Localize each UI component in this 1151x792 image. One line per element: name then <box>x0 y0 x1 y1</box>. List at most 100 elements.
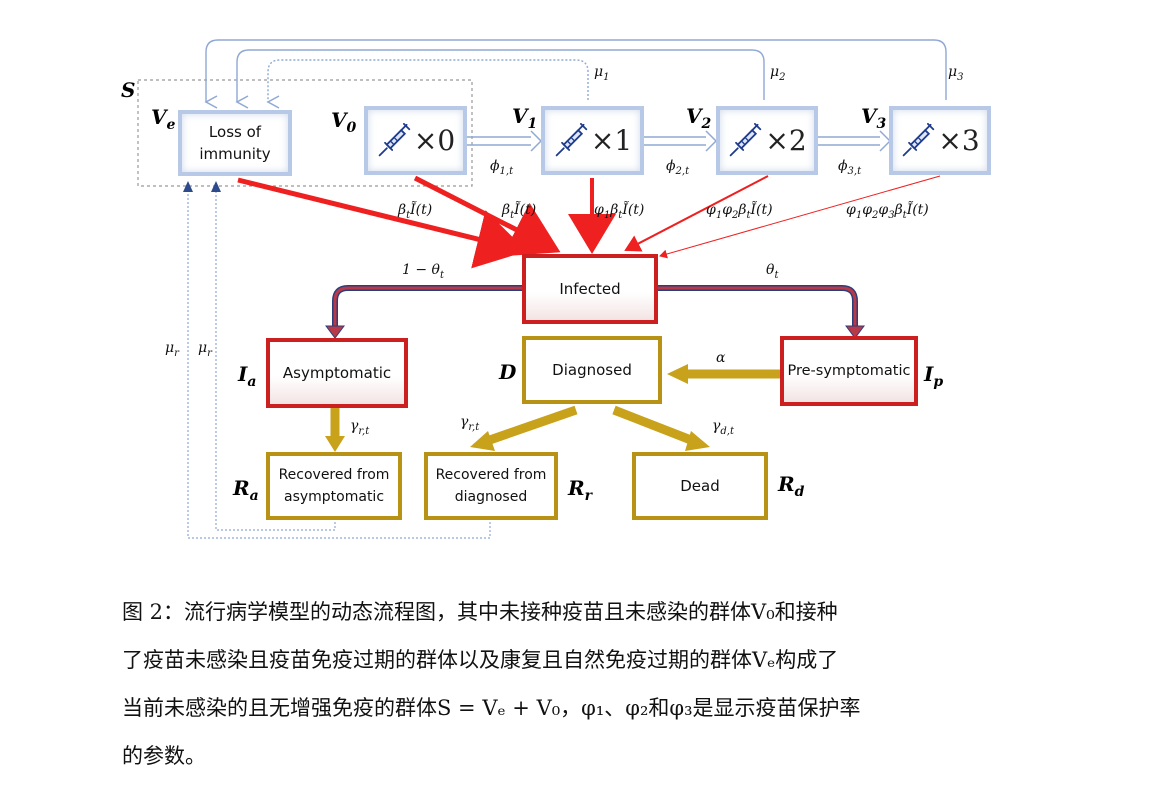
one-minus-theta-label: 1 − θt <box>402 262 444 281</box>
syringe-icon <box>376 123 412 159</box>
label-V2: V2 <box>686 104 711 132</box>
phi3-sub: 3,t <box>847 165 862 177</box>
mu-r-1-sub: r <box>174 347 179 359</box>
caption-line-1: 图 2：流行病学模型的动态流程图，其中未接种疫苗且未感染的群体V₀和接种 <box>122 600 838 624</box>
mu1-main: μ <box>594 64 604 80</box>
beta-v3-tail: Ĩ(t) <box>906 202 929 218</box>
mu1-return-line <box>266 59 589 109</box>
theta-sub: t <box>774 269 779 281</box>
gamma-r2-main: γ <box>460 414 469 430</box>
gamma-r-main: γ <box>350 418 359 434</box>
beta-v1-beta: β <box>610 202 619 218</box>
mu-r-arrowhead-1 <box>183 181 193 192</box>
mu-r-label-1: μr <box>165 340 179 359</box>
label-V2-sub: 2 <box>701 116 712 132</box>
phi2-sub: 2,t <box>675 165 690 177</box>
recovered-asymptomatic-label: Recovered from asymptomatic <box>278 467 390 505</box>
mu-r-1-main: μ <box>165 340 175 356</box>
gamma-r2-sub: r,t <box>468 421 480 433</box>
dead-box: Dead <box>632 452 768 520</box>
mu1-label: μ1 <box>594 64 609 83</box>
mu-r-label-2: μr <box>198 340 212 359</box>
mu-r-return-line-diagnosed <box>187 184 491 539</box>
caption-line-2: 了疫苗未感染且疫苗免疫过期的群体以及康复且自然免疫过期的群体Vₑ构成了 <box>122 648 839 672</box>
label-Ia-sub: a <box>247 374 257 390</box>
beta-v2-sub: t <box>746 209 751 221</box>
diagnosed-label: Diagnosed <box>552 361 632 379</box>
infection-arrow-ve <box>237 177 527 269</box>
mu2-sub: 2 <box>779 71 786 83</box>
mu3-label: μ3 <box>948 64 963 83</box>
beta-v2-phi1-sub: 1 <box>715 209 723 221</box>
infected-to-presymptomatic-arrow <box>656 285 865 339</box>
gamma-d-sub: d,t <box>720 425 734 437</box>
label-Ia: Ia <box>238 362 256 390</box>
presymptomatic-label: Pre-symptomatic <box>787 363 911 379</box>
label-Rr-sub: r <box>584 488 593 504</box>
beta-v1-tail: Ĩ(t) <box>622 202 645 218</box>
beta-v3-phi3-sub: 3 <box>888 209 895 221</box>
beta-v0-main: β <box>502 202 511 218</box>
mu-r-2-main: μ <box>198 340 208 356</box>
asymptomatic-box: Asymptomatic <box>266 338 408 408</box>
label-Rr: Rr <box>568 476 592 504</box>
phi1-label: ϕ1,t <box>490 158 513 177</box>
label-V0-sub: 0 <box>346 120 357 136</box>
label-V0-main: V <box>331 108 347 132</box>
phi1-main: ϕ <box>490 158 500 174</box>
mu2-return-line <box>235 49 765 109</box>
mu-r-2-sub: r <box>207 347 212 359</box>
beta-v2-phi2: φ <box>722 202 732 218</box>
gamma-r-label: γr,t <box>350 418 369 437</box>
beta-v3-phi1-sub: 1 <box>855 209 863 221</box>
caption-line-3: 当前未感染的且无增强免疫的群体S = Vₑ + V₀，φ₁、φ₂和φ₃是显示疫苗… <box>122 696 861 720</box>
label-Ra-sub: a <box>249 488 259 504</box>
label-D: D <box>499 360 517 384</box>
beta-v2-phi1: φ <box>706 202 716 218</box>
beta-v1-phi-sub: 1 <box>603 209 611 221</box>
mu-r-arrowhead-2 <box>211 181 221 192</box>
diagnosed-to-recovered-arrow <box>470 405 578 451</box>
phi2-label: ϕ2,t <box>666 158 689 177</box>
beta-v3-sub: t <box>902 209 907 221</box>
loss-of-immunity-label: Loss of immunity <box>199 123 271 163</box>
phi1-sub: 1,t <box>499 165 514 177</box>
mu2-label: μ2 <box>770 64 785 83</box>
dose-count-3: ×3 <box>938 124 980 157</box>
infection-arrow-v3 <box>659 175 941 259</box>
recovered-asymptomatic-box: Recovered from asymptomatic <box>266 452 402 520</box>
one-minus-theta-sub: t <box>439 269 444 281</box>
infection-arrow-v0 <box>413 175 561 257</box>
flow-diagram <box>137 39 947 539</box>
figure-caption: 图 2：流行病学模型的动态流程图，其中未接种疫苗且未感染的群体V₀和接种 了疫苗… <box>122 588 1022 780</box>
label-V2-main: V <box>686 104 702 128</box>
label-V3: V3 <box>861 104 886 132</box>
beta-v1-sub: t <box>618 209 623 221</box>
beta-v2-tail: Ĩ(t) <box>750 202 773 218</box>
beta-v0-tail: Ĩ(t) <box>514 202 537 218</box>
label-V3-sub: 3 <box>876 116 887 132</box>
label-V1-main: V <box>512 104 528 128</box>
beta-label-v0: βtĨ(t) <box>502 202 536 221</box>
dose-count-0: ×0 <box>413 124 456 157</box>
mu3-sub: 3 <box>957 71 964 83</box>
beta-v3-phi2: φ <box>862 202 872 218</box>
phi2-arrow <box>644 130 718 152</box>
beta-ve-sub: t <box>406 209 411 221</box>
beta-v0-sub: t <box>510 209 515 221</box>
label-S: S <box>121 78 136 102</box>
label-Ve-main: V <box>151 105 167 129</box>
beta-v2-beta: β <box>738 202 747 218</box>
label-V1-sub: 1 <box>527 116 538 132</box>
diagnosed-to-dead-arrow <box>612 405 710 451</box>
caption-line-4: 的参数。 <box>122 744 206 768</box>
susceptible-group-border <box>137 79 473 187</box>
label-Ip-sub: p <box>933 374 944 390</box>
label-Ra-main: R <box>233 476 250 500</box>
beta-ve-tail: Ĩ(t) <box>410 202 433 218</box>
mu3-return-line <box>204 39 947 109</box>
gamma-d-main: γ <box>712 418 721 434</box>
phi3-label: ϕ3,t <box>838 158 861 177</box>
phi1-arrow <box>467 130 543 152</box>
recovered-diagnosed-label: Recovered from diagnosed <box>435 467 547 505</box>
